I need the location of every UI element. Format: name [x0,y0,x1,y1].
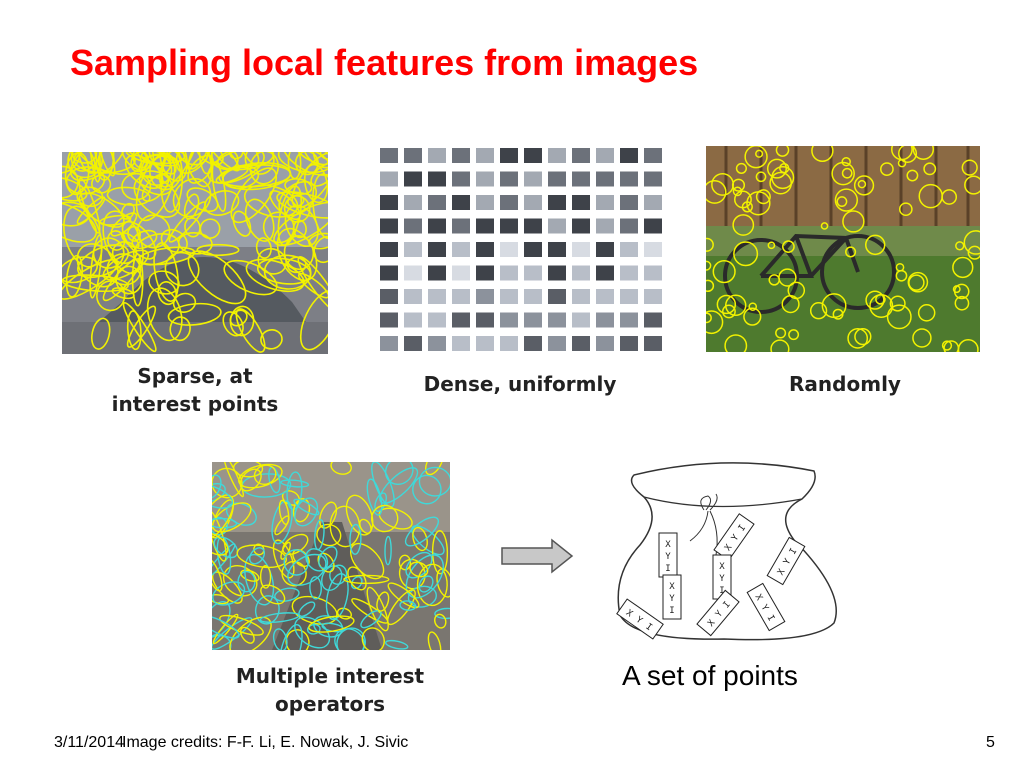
sparse-caption-line1: Sparse, at [137,364,253,388]
dense-grid-image [378,146,662,354]
feature-patch-label: Y [669,594,675,604]
feature-patch-label: X [665,540,671,550]
feature-patch-card: XYI [746,582,786,632]
feature-patch-label: Y [719,574,725,584]
feature-patch-label: X [706,618,718,629]
feature-patch-label: Y [730,533,742,544]
feature-patch-card: XYI [662,574,682,620]
feature-patch-label: I [765,614,776,624]
feature-patch-label: Y [714,609,726,620]
feature-patch-card: XYI [696,589,740,637]
multiple-caption-line1: Multiple interest [235,664,425,688]
feature-patch-label: X [753,593,765,603]
multiple-caption-line2: operators [274,692,386,716]
feature-patch-label: Y [634,615,645,627]
feature-patch-label: X [776,567,788,577]
feature-patch-label: I [669,606,674,616]
set-of-points-caption: A set of points [622,660,798,691]
dense-caption-text: Dense, uniformly [423,372,617,396]
feature-patch-label: Y [759,603,771,613]
feature-patch-label: X [669,582,675,592]
feature-patch-label: Y [665,552,671,562]
dense-caption: Dense, uniformly [400,370,640,398]
feature-patch-label: Y [782,557,794,567]
footer-date: 3/11/2014 [54,734,124,751]
feature-patch-label: X [723,542,735,553]
sparse-features-image [62,152,328,354]
page-number: 5 [986,734,995,751]
sparse-caption: Sparse, at interest points [70,362,320,418]
sparse-caption-line2: interest points [111,392,279,416]
feature-patch-card: XYI [658,532,678,578]
slide-title: Sampling local features from images [70,42,699,83]
random-caption-text: Randomly [789,372,901,396]
feature-patch-label: I [722,600,733,611]
feature-patch-label: I [665,564,670,574]
feature-patch-label: I [737,523,748,533]
feature-patch-label: I [644,622,654,633]
multiple-caption: Multiple interest operators [215,662,445,718]
footer-credits: Image credits: F-F. Li, E. Nowak, J. Siv… [122,734,409,751]
feature-patch-label: I [788,547,799,557]
right-arrow-icon [500,538,574,574]
feature-patch-card: XYI [712,554,732,600]
feature-patch-card: XYI [766,536,806,586]
feature-patch-label: X [719,562,725,572]
multiple-operators-image [212,462,450,650]
random-caption: Randomly [760,370,930,398]
feature-patch-card: XYI [616,598,664,640]
feature-patch-label: X [624,608,635,620]
feature-patch-label: I [719,586,724,596]
random-features-image [706,146,980,352]
